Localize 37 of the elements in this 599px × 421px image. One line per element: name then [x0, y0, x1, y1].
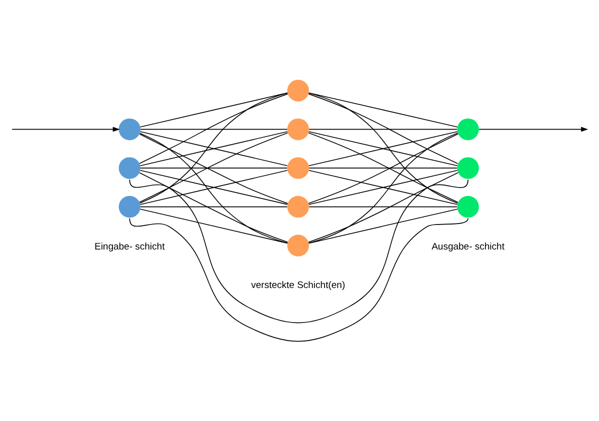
- node-circle: [118, 118, 140, 140]
- node-circle: [287, 157, 310, 179]
- node-circle: [287, 196, 310, 218]
- connector: [140, 128, 288, 130]
- connector: [140, 132, 288, 244]
- connector: [308, 92, 458, 204]
- connector: [308, 128, 458, 130]
- node-circle: [287, 118, 310, 140]
- connector: [308, 206, 458, 208]
- connector: [308, 92, 458, 128]
- connector: [140, 131, 288, 166]
- connector: [308, 131, 458, 166]
- arrow: [12, 126, 120, 132]
- connector: [140, 208, 288, 244]
- label: Ausgabe- schicht: [432, 241, 504, 252]
- node-circle: [457, 157, 479, 179]
- label: versteckte Schicht(en): [251, 280, 346, 292]
- label: Eingabe- schicht: [94, 241, 165, 252]
- connector: [129, 179, 468, 324]
- connector: [308, 132, 458, 244]
- node-circle: [457, 118, 479, 140]
- connector: [139, 172, 288, 243]
- connector: [308, 172, 459, 243]
- connector: [308, 94, 458, 164]
- connector: [139, 94, 288, 164]
- node-circle: [457, 196, 479, 218]
- node-circle: [287, 234, 310, 256]
- node-circle: [118, 196, 140, 218]
- connector: [140, 92, 288, 204]
- connector: [308, 170, 458, 205]
- connector: [308, 208, 458, 244]
- connector: [140, 92, 288, 128]
- connector: [140, 206, 288, 208]
- connector: [129, 218, 468, 342]
- node-circle: [118, 157, 140, 179]
- arrow: [478, 126, 588, 132]
- node-circle: [287, 80, 310, 102]
